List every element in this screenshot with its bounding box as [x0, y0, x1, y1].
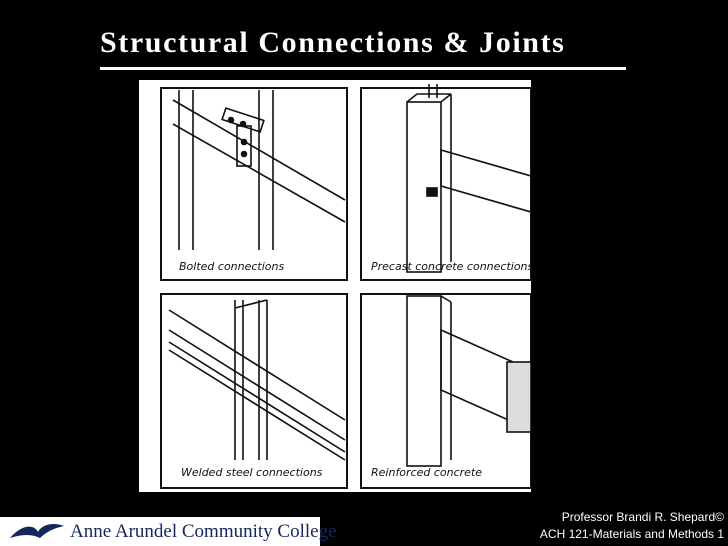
college-logo-icon	[10, 524, 64, 538]
bolted-drawing	[172, 90, 346, 250]
welded-drawing	[168, 299, 346, 461]
precast-drawing	[406, 84, 531, 273]
instructor-credit: Professor Brandi R. Shepard©	[561, 510, 724, 524]
panel-welded	[160, 293, 348, 489]
connections-illustration: Bolted connections Precast concrete conn…	[139, 80, 531, 492]
panel-bolted	[160, 87, 348, 281]
title-underline	[100, 67, 626, 70]
slide-title: Structural Connections & Joints	[100, 26, 566, 59]
panel-label-welded: Welded steel connections	[181, 466, 323, 479]
college-name: Anne Arundel Community College	[70, 521, 337, 542]
panel-label-bolted: Bolted connections	[179, 260, 284, 273]
panel-precast	[360, 87, 531, 281]
panel-label-reinforced: Reinforced concrete	[371, 466, 482, 479]
panel-reinforced	[360, 293, 531, 489]
course-label: ACH 121-Materials and Methods 1	[539, 527, 724, 541]
reinforced-drawing	[406, 295, 531, 467]
footer-logo-bar	[0, 517, 320, 546]
panel-label-precast: Precast concrete connections	[371, 260, 531, 273]
slide-credit: Professor Brandi R. Shepard© ACH 121-Mat…	[540, 509, 724, 543]
